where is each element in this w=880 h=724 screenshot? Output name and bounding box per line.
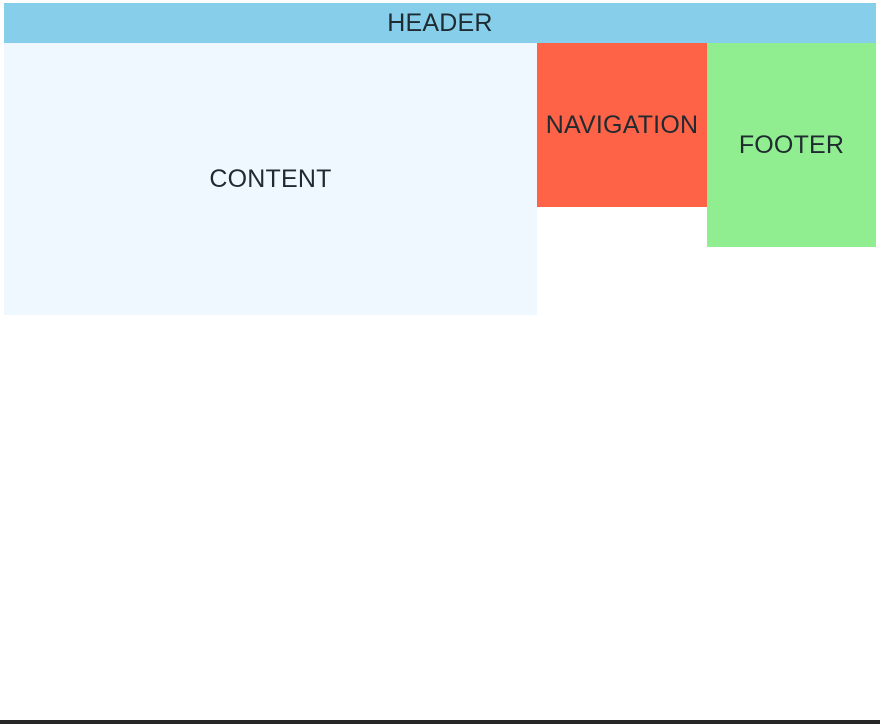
footer-region: FOOTER [707, 43, 876, 247]
header-label: HEADER [387, 8, 493, 37]
content-label: CONTENT [209, 164, 332, 193]
content-region: CONTENT [4, 43, 537, 315]
footer-label: FOOTER [738, 130, 845, 159]
navigation-label: NAVIGATION [545, 110, 699, 139]
header-region: HEADER [4, 3, 876, 43]
bottom-divider [0, 720, 880, 724]
navigation-region: NAVIGATION [537, 43, 707, 207]
